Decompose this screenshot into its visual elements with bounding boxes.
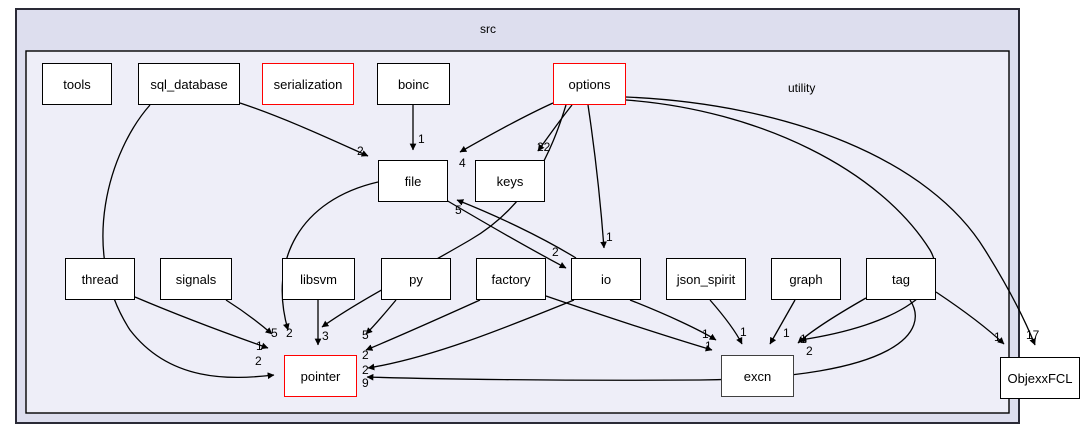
edge-options-file (459, 102, 554, 153)
edge-label: 2 (255, 354, 262, 368)
edges-group (102, 96, 1036, 381)
edge-options-io (587, 104, 607, 249)
edge-label: 4 (459, 156, 466, 170)
edge-label: 5 (455, 203, 462, 217)
edge-label: 1 (606, 230, 613, 244)
edge-graph-excn (769, 299, 796, 345)
edge-label: 2 (552, 245, 559, 259)
node-excn[interactable]: excn (721, 355, 794, 397)
edge-label: 5 (362, 328, 369, 342)
cluster-label-utility: utility (788, 81, 816, 95)
edge-py-pointer (365, 299, 397, 335)
node-signals[interactable]: signals (160, 258, 232, 300)
edge-label: 5 (271, 326, 278, 340)
edge-label: 1 (705, 339, 712, 353)
edge-io-excn (629, 299, 717, 341)
edge-label: 1 (418, 132, 425, 146)
edge-label: 2 (362, 348, 369, 362)
edge-io-pointer (367, 299, 575, 371)
edge-json_spirit-excn (709, 299, 743, 345)
node-json_spirit[interactable]: json_spirit (666, 258, 746, 300)
edge-label: 1 (740, 325, 747, 339)
edge-sql_database-pointer (102, 104, 275, 380)
edge-file-io (445, 199, 567, 269)
edge-label: 2 (806, 344, 813, 358)
node-py[interactable]: py (381, 258, 451, 300)
edge-options-excn (625, 99, 936, 343)
node-graph[interactable]: graph (771, 258, 841, 300)
edge-options-pointer (321, 104, 567, 328)
node-io[interactable]: io (571, 258, 641, 300)
node-factory[interactable]: factory (476, 258, 546, 300)
edge-sql_database-file (239, 102, 369, 157)
node-tag[interactable]: tag (866, 258, 936, 300)
edge-label: 1 (702, 327, 709, 341)
edge-label: 1 (783, 326, 790, 340)
node-serialization[interactable]: serialization (262, 63, 354, 105)
edge-label: 9 (362, 376, 369, 390)
edge-options-ObjexxFCL (625, 96, 1036, 346)
edge-tag-ObjexxFCL (935, 291, 1005, 345)
edge-label: 1 (256, 339, 263, 353)
node-boinc[interactable]: boinc (377, 63, 450, 105)
node-tools[interactable]: tools (42, 63, 112, 105)
edge-factory-pointer (365, 299, 481, 351)
node-keys[interactable]: keys (475, 160, 545, 202)
edge-upper-pointer (281, 181, 379, 331)
node-libsvm[interactable]: libsvm (282, 258, 355, 300)
edge-label: 3 (322, 329, 329, 343)
edge-label: 2 (357, 144, 364, 158)
edge-factory-excn (545, 295, 713, 352)
edge-tag-excn (797, 297, 867, 344)
edge-label: 17 (1026, 328, 1040, 342)
edge-label: 1 (800, 332, 807, 346)
node-pointer[interactable]: pointer (284, 355, 357, 397)
node-options[interactable]: options (553, 63, 626, 105)
edge-label: 2 (362, 363, 369, 377)
node-thread[interactable]: thread (65, 258, 135, 300)
node-ObjexxFCL[interactable]: ObjexxFCL (1000, 357, 1080, 399)
node-sql_database[interactable]: sql_database (138, 63, 240, 105)
edge-options-keys (537, 104, 573, 152)
cluster-label-src: src (480, 22, 496, 36)
edge-tag-pointer (366, 299, 916, 381)
edge-io-file (456, 199, 577, 259)
edge-label: 2 (286, 326, 293, 340)
edge-label: 1 (994, 330, 1001, 344)
edge-label: 22 (537, 140, 551, 154)
cluster-utility (25, 50, 1010, 414)
edge-thread-pointer (134, 296, 269, 350)
node-file[interactable]: file (378, 160, 448, 202)
edge-signals-pointer (225, 299, 273, 335)
